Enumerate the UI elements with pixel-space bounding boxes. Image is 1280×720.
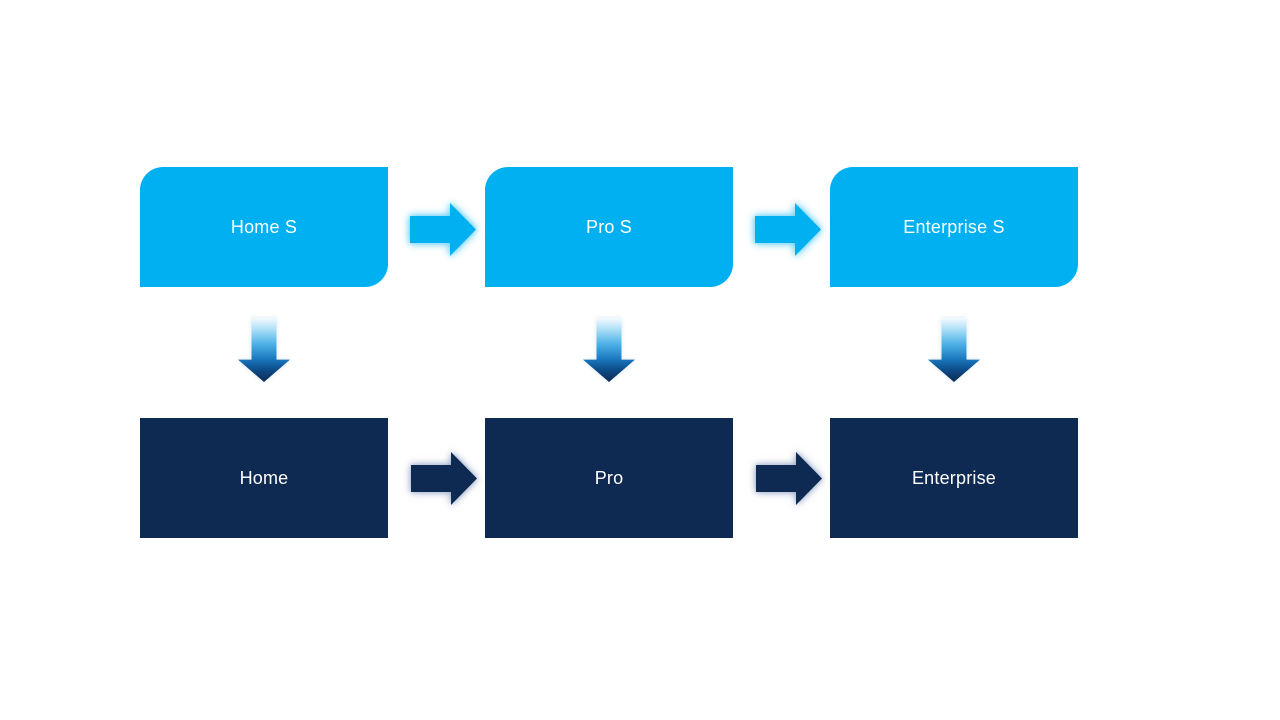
down-arrow-shape [238,318,290,382]
right-arrow-icon [410,203,476,256]
right-arrow-shape [411,452,477,505]
node-home: Home [140,418,388,538]
down-arrow-icon [238,318,290,382]
node-home-s-label: Home S [230,216,298,237]
right-arrow-icon [756,452,822,505]
node-pro-label: Pro [594,467,624,488]
node-pro-s: Pro S [485,167,733,287]
node-pro-s-label: Pro S [585,216,633,237]
right-arrow-shape [755,203,821,256]
right-arrow-shape [410,203,476,256]
node-home-s: Home S [140,167,388,287]
node-enterprise-s: Enterprise S [830,167,1078,287]
down-arrow-shape [583,318,635,382]
node-home-label: Home [239,467,289,488]
down-arrow-icon [928,318,980,382]
node-pro: Pro [485,418,733,538]
right-arrow-icon [411,452,477,505]
node-enterprise: Enterprise [830,418,1078,538]
down-arrow-icon [583,318,635,382]
node-enterprise-label: Enterprise [911,467,997,488]
right-arrow-shape [756,452,822,505]
down-arrow-shape [928,318,980,382]
node-enterprise-s-label: Enterprise S [903,216,1005,237]
right-arrow-icon [755,203,821,256]
